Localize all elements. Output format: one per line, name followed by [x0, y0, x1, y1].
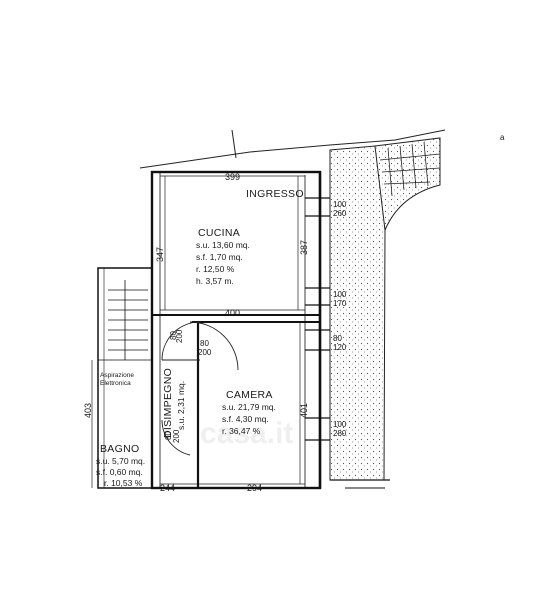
aspirazione-line2: Elettronica	[100, 380, 131, 387]
dimension-lines	[91, 175, 305, 488]
cucina-su: s.u. 13,60 mq.	[196, 240, 250, 250]
roof-outline	[139, 129, 446, 169]
terrace-area	[329, 137, 441, 481]
camera-su: s.u. 21,79 mq.	[222, 402, 276, 412]
dim-bagno-left: 403	[83, 403, 93, 418]
opening-w4-height: 280	[333, 429, 347, 438]
opening-w2-width: 100	[333, 290, 347, 299]
cucina-h: h. 3,57 m.	[196, 276, 234, 286]
dim-camera-right: 401	[299, 403, 309, 418]
bagno-su: s.u. 5,70 mq.	[96, 456, 145, 466]
opening-d3-width: 80	[164, 431, 173, 440]
opening-d3-height: 200	[172, 429, 181, 443]
cucina-sf: s.f. 1,70 mq.	[196, 252, 243, 262]
camera-label: CAMERA	[226, 389, 273, 401]
dim-bottom-left: 244	[160, 483, 175, 493]
dim-top-width: 399	[225, 172, 240, 182]
door-swings	[161, 321, 239, 456]
bagno-label: BAGNO	[100, 443, 139, 455]
disimpegno-label: DISIMPEGNO	[162, 368, 174, 438]
opening-w3-width: 80	[333, 334, 342, 343]
bagno-r: r. 10,53 %	[104, 478, 143, 488]
bagno-sf: s.f. 0,60 mq.	[96, 467, 143, 477]
disimpegno-su: s.u. 2,31 mq.	[176, 381, 186, 430]
walls	[97, 170, 390, 490]
cucina-r: r. 12,50 %	[196, 264, 235, 274]
opening-w1-height: 260	[333, 209, 347, 218]
windows	[305, 197, 330, 441]
camera-r: r. 36,47 %	[222, 426, 261, 436]
camera-sf: s.f. 4,30 mq.	[222, 414, 269, 424]
dim-kitchen-right: 387	[299, 240, 309, 255]
ingresso-label: INGRESSO	[246, 188, 304, 200]
corner-marker: a	[500, 133, 505, 142]
opening-d2-height: 200	[198, 348, 212, 357]
opening-d1-height: 200	[175, 329, 184, 343]
dim-middle-width: 400	[225, 308, 240, 318]
dim-kitchen-left: 347	[155, 247, 165, 262]
aspirazione-line1: Aspirazione	[100, 372, 134, 379]
opening-d2-width: 80	[200, 339, 209, 348]
opening-w1-width: 100	[333, 200, 347, 209]
dim-bottom-right: 294	[247, 483, 262, 493]
opening-d1-width: 80	[169, 331, 178, 340]
watermark: casa.it	[200, 417, 293, 450]
opening-w3-height: 120	[333, 343, 347, 352]
opening-w2-height: 170	[333, 299, 347, 308]
cucina-label: CUCINA	[198, 227, 240, 239]
opening-w4-width: 100	[333, 420, 347, 429]
